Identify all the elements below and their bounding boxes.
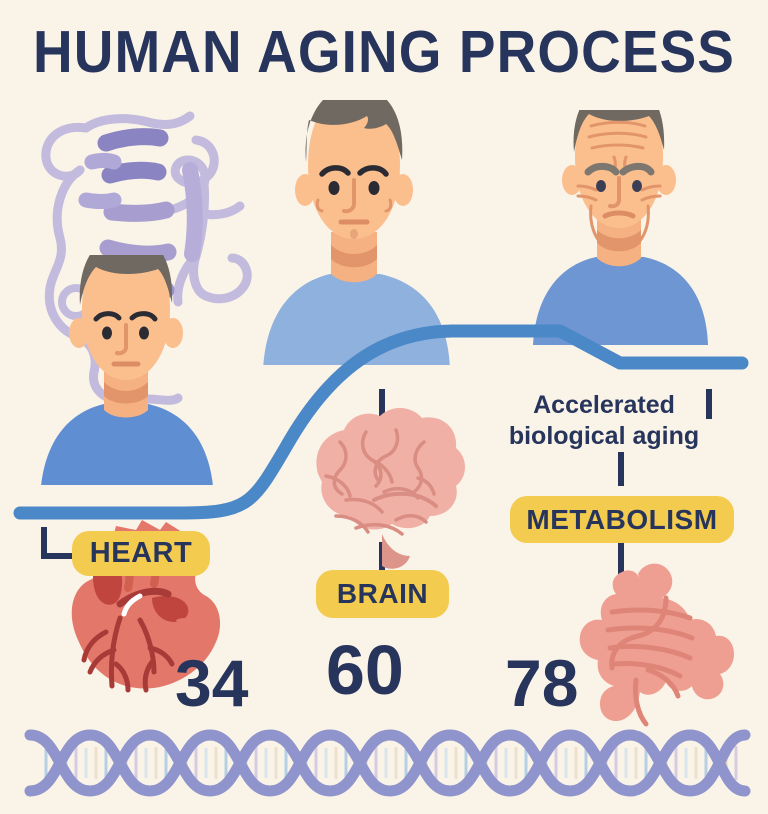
accelerated-aging-annotation: Accelerated biological aging	[484, 390, 724, 451]
brain-illustration	[316, 407, 465, 569]
elderly-man-portrait	[533, 110, 708, 345]
aging-trajectory-curve	[13, 324, 749, 520]
badge-metabolism-label: METABOLISM	[526, 503, 718, 535]
accelerated-aging-line-2: biological aging	[508, 421, 700, 450]
intestines-illustration	[579, 563, 734, 727]
young-man-portrait	[41, 255, 213, 485]
age-value-young: 34	[175, 646, 249, 720]
badge-metabolism[interactable]: METABOLISM	[510, 496, 734, 543]
page-title: HUMAN AGING PROCESS	[32, 19, 736, 85]
badge-heart[interactable]: HEART	[72, 531, 210, 576]
age-value-old: 78	[505, 646, 579, 720]
age-value-middle: 60	[326, 631, 404, 709]
badge-brain-label: BRAIN	[336, 578, 429, 609]
badge-brain[interactable]: BRAIN	[316, 570, 449, 618]
accelerated-aging-line-1: Accelerated	[533, 391, 675, 419]
badge-heart-label: HEART	[89, 537, 193, 569]
dna-helix-illustration	[24, 729, 751, 797]
